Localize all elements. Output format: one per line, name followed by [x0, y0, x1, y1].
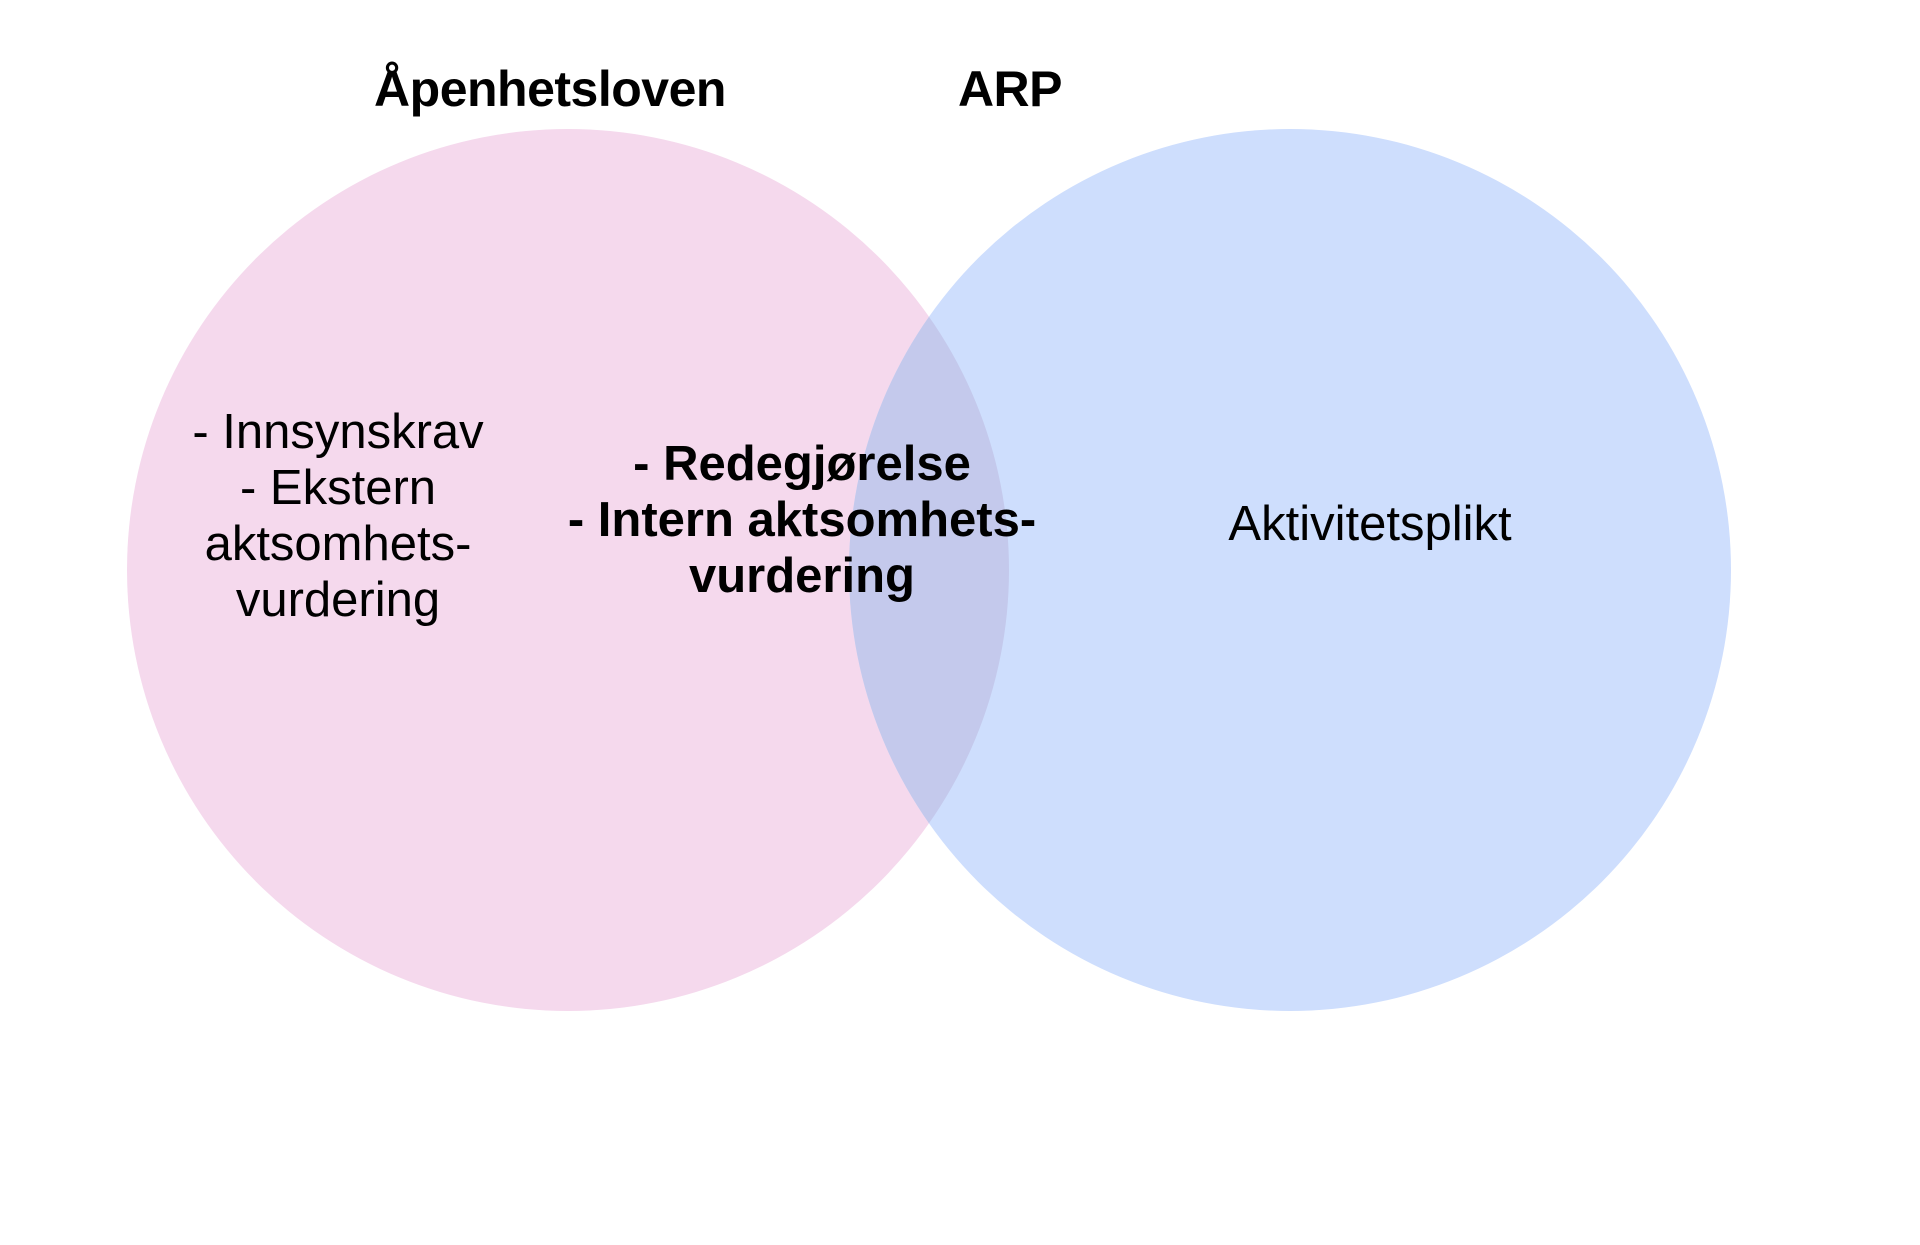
venn-left-only-text: - Innsynskrav - Ekstern aktsomhets- vurd… — [118, 405, 558, 628]
venn-circle-right — [849, 129, 1731, 1011]
venn-right-line-1: Aktivitetsplikt — [1228, 497, 1512, 551]
venn-left-line-2: - Ekstern — [239, 460, 437, 515]
venn-intersection-line-2: - Intern aktsomhets- — [567, 492, 1037, 547]
venn-title-right: ARP — [957, 61, 1063, 117]
venn-left-line-3: aktsomhets- — [204, 516, 472, 571]
venn-intersection-line-1: - Redegjørelse — [633, 437, 971, 491]
venn-circle-right-group — [849, 129, 1731, 1011]
venn-left-line-4: vurdering — [235, 572, 441, 627]
venn-right-only-text: Aktivitetsplikt — [1090, 497, 1650, 553]
venn-intersection-line-3: vurdering — [689, 548, 915, 603]
venn-circle-left — [127, 129, 1009, 1011]
venn-title-left: Åpenhetsloven — [374, 61, 726, 117]
venn-left-line-1: - Innsynskrav — [192, 405, 484, 459]
venn-circle-left-group — [127, 129, 1009, 1011]
venn-intersection-text: - Redegjørelse - Intern aktsomhets- vurd… — [552, 437, 1052, 605]
